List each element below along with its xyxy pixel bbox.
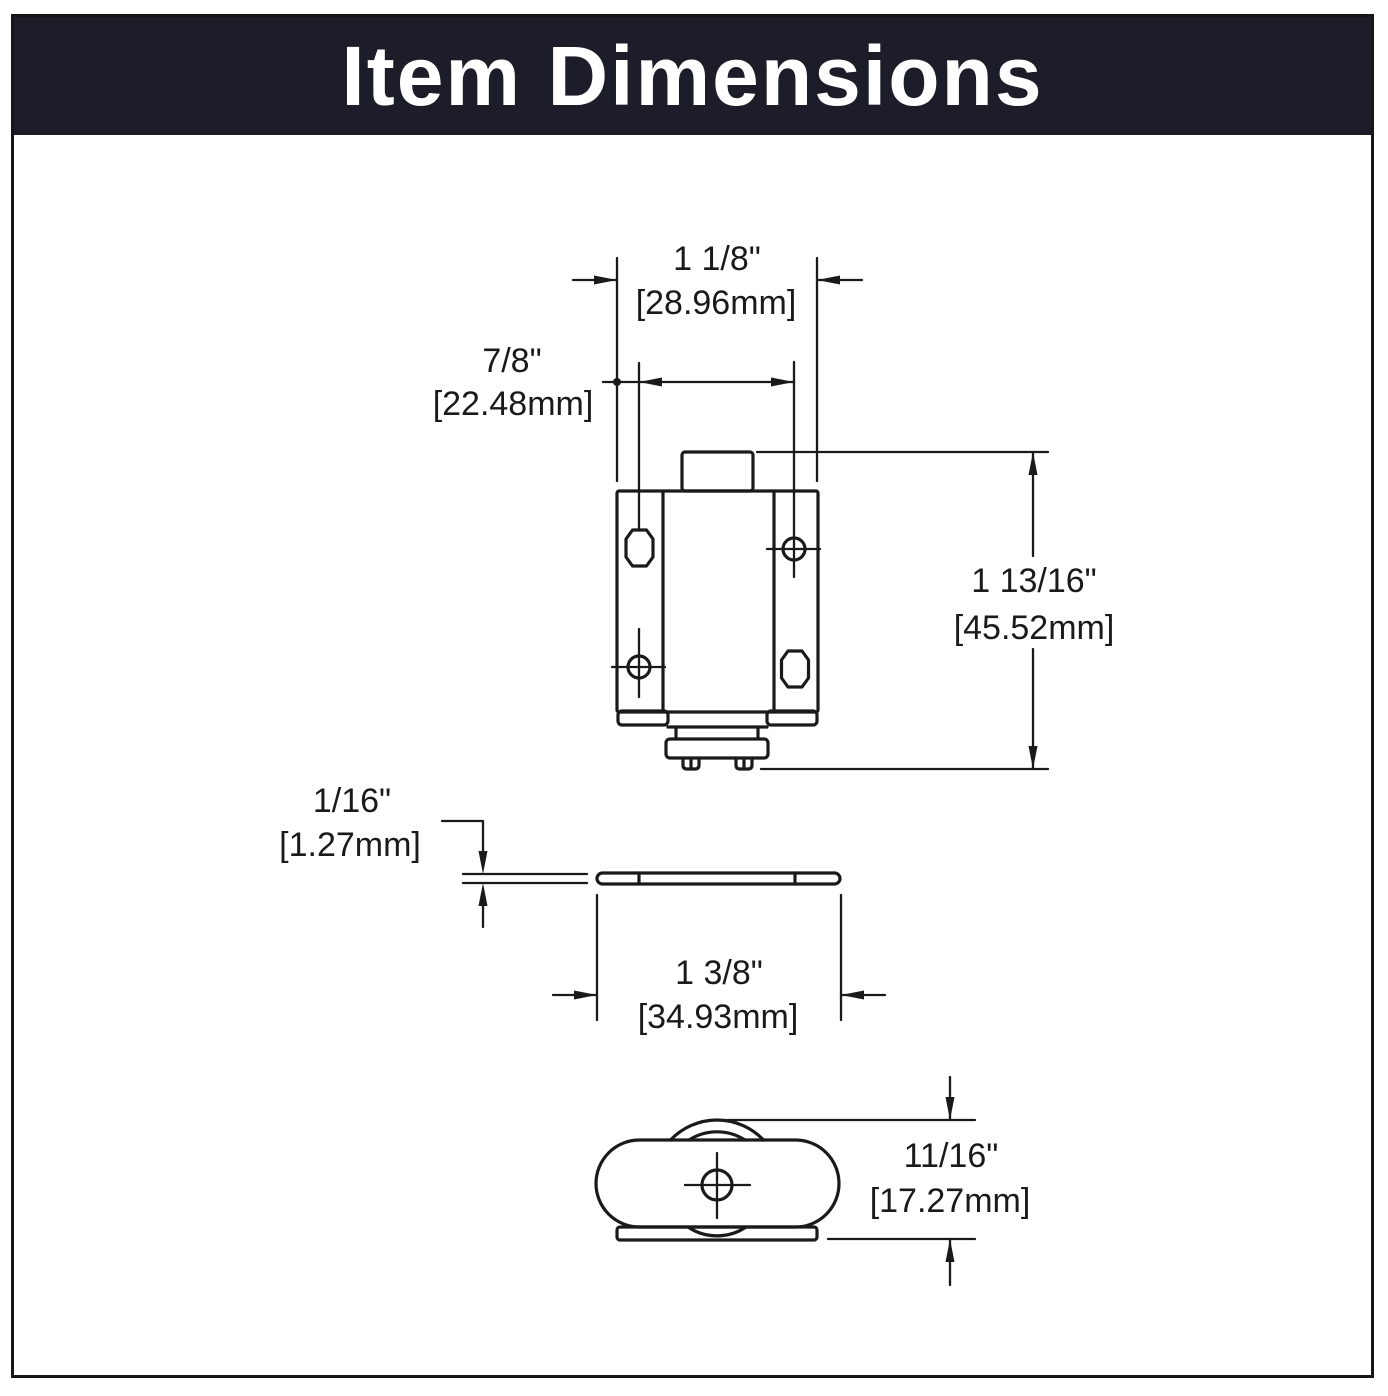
dim-depth-inches: 11/16" bbox=[904, 1137, 999, 1175]
extension-lines bbox=[461, 872, 589, 885]
dim-height-mm: [45.52mm] bbox=[954, 609, 1115, 647]
page-title: Item Dimensions bbox=[341, 28, 1044, 123]
left-slot-hole bbox=[624, 528, 655, 568]
dim-top-width-inches: 1 1/8" bbox=[673, 240, 761, 278]
arrowhead bbox=[478, 883, 488, 906]
dim-height: 1 13/16" [45.52mm] bbox=[755, 450, 1115, 771]
center-hole-crosshair bbox=[683, 1151, 752, 1220]
top-tab-outline bbox=[680, 450, 755, 493]
dim-plate-width-mm: [34.93mm] bbox=[638, 998, 799, 1036]
stem-edges bbox=[674, 725, 760, 741]
right-slot-hole bbox=[779, 649, 811, 689]
content-frame: Item Dimensions bbox=[11, 14, 1374, 1378]
arrowhead bbox=[478, 851, 488, 874]
left-hole-centerline bbox=[610, 361, 667, 699]
arrowhead bbox=[1028, 746, 1038, 769]
dim-depth: 11/16" [17.27mm] bbox=[725, 1075, 1031, 1287]
dim-height-inches: 1 13/16" bbox=[971, 562, 1097, 600]
arrowhead bbox=[945, 1239, 955, 1262]
front-view: 1 1/8" [28.96mm] 7/8" [22.48mm] 1 13/16"… bbox=[433, 240, 1115, 771]
leader-line bbox=[440, 819, 485, 929]
arrowhead bbox=[639, 377, 662, 387]
dim-depth-mm: [17.27mm] bbox=[870, 1182, 1031, 1220]
dim-hole-spacing: 7/8" [22.48mm] bbox=[433, 342, 796, 423]
right-foot bbox=[765, 709, 819, 727]
dim-plate-thickness: 1/16" [1.27mm] bbox=[279, 782, 589, 929]
bottom-view: 11/16" [17.27mm] bbox=[594, 1075, 1031, 1287]
line-node bbox=[613, 378, 621, 386]
body-outline bbox=[615, 489, 820, 714]
plate-edge-view: 1/16" [1.27mm] 1 3/8" [34.93mm] bbox=[279, 782, 887, 1036]
bottom-plate bbox=[664, 737, 770, 760]
left-prong bbox=[681, 756, 701, 771]
arrowhead bbox=[771, 377, 794, 387]
dim-hole-spacing-inches: 7/8" bbox=[482, 342, 541, 380]
arrowhead bbox=[594, 275, 617, 285]
arrowhead bbox=[945, 1097, 955, 1120]
dim-hole-spacing-mm: [22.48mm] bbox=[433, 385, 594, 423]
extension-lines bbox=[615, 256, 819, 483]
arrowhead bbox=[574, 990, 597, 1000]
roller-inner-arc bbox=[687, 1130, 747, 1142]
dim-top-width-mm: [28.96mm] bbox=[636, 284, 797, 322]
right-prong bbox=[734, 756, 754, 771]
extension-lines bbox=[755, 450, 1050, 771]
base-plate-edge bbox=[615, 1225, 819, 1242]
roller-bottom-arc bbox=[686, 1225, 748, 1238]
header-bar: Item Dimensions bbox=[14, 17, 1371, 135]
dim-plate-width-inches: 1 3/8" bbox=[675, 954, 763, 992]
dim-plate-width: 1 3/8" [34.93mm] bbox=[551, 893, 887, 1036]
plate-edge-ticks bbox=[637, 871, 797, 886]
dim-top-width: 1 1/8" [28.96mm] bbox=[571, 240, 864, 483]
extension-lines bbox=[595, 893, 843, 1022]
arrowhead bbox=[817, 275, 840, 285]
plate-edge-outline bbox=[595, 871, 842, 886]
roller-outer-arc bbox=[668, 1118, 766, 1142]
right-hole-centerline bbox=[765, 360, 822, 579]
arrowhead bbox=[1028, 452, 1038, 475]
left-foot bbox=[616, 709, 670, 727]
dim-plate-thickness-inches: 1/16" bbox=[313, 782, 391, 820]
dim-plate-thickness-mm: [1.27mm] bbox=[279, 826, 421, 864]
arrowhead bbox=[841, 990, 864, 1000]
